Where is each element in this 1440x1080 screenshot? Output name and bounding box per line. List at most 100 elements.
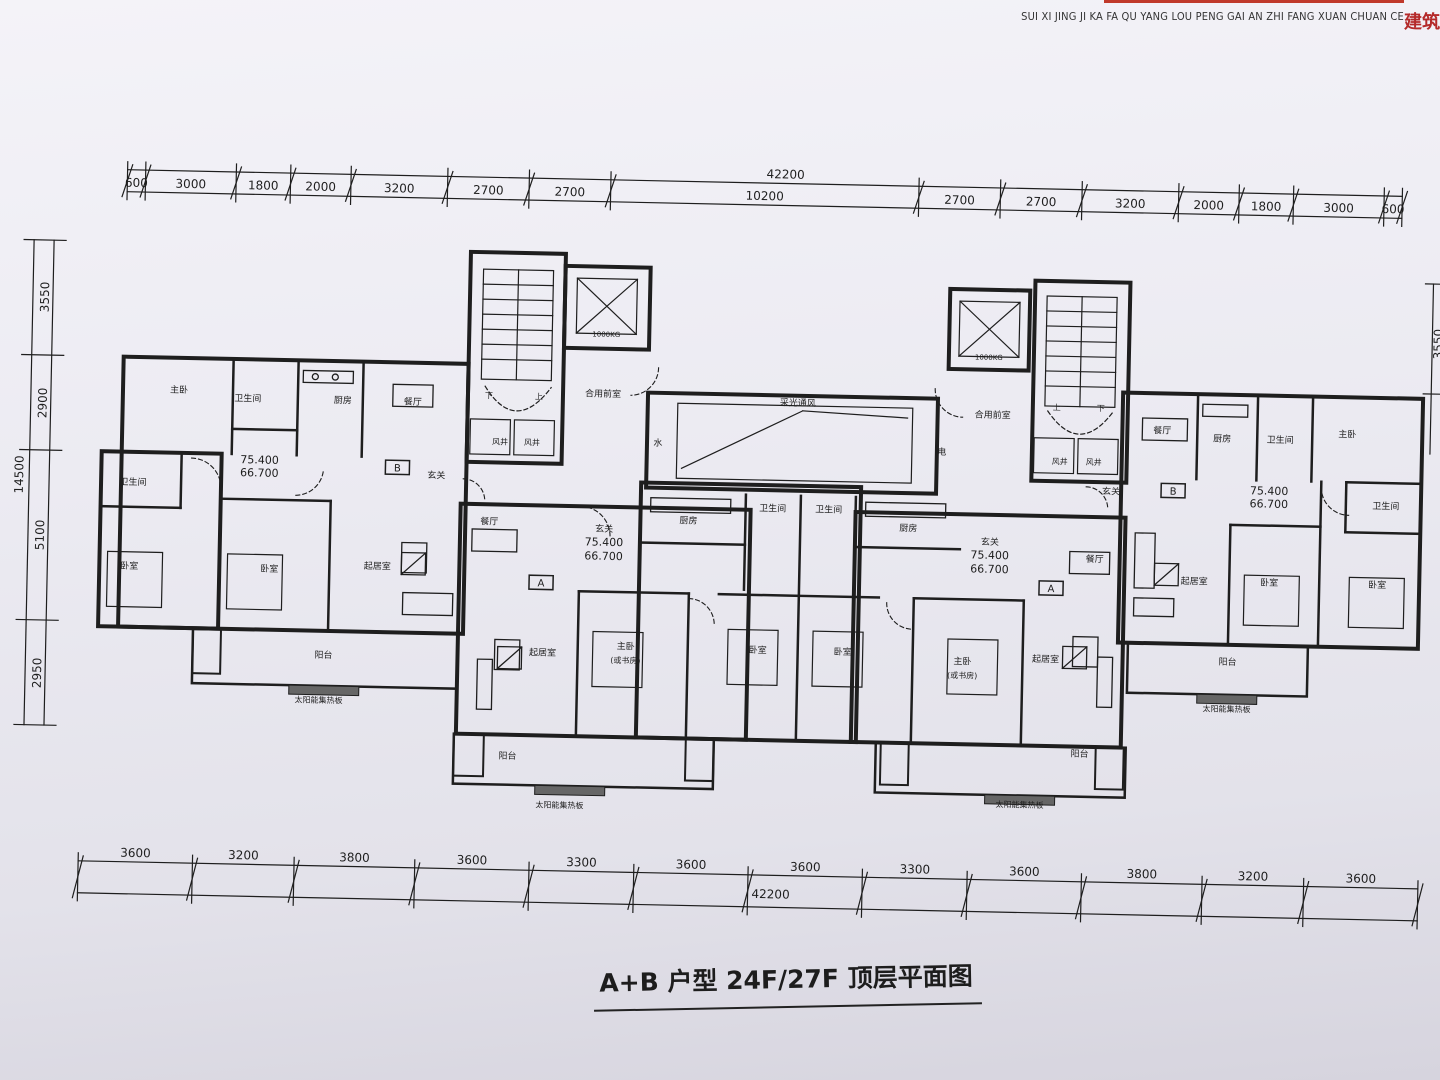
label-solar-3: 太阳能集热板 [995,799,1043,810]
bottom-dim-label: 3800 [1126,867,1157,882]
bottom-dim-label: 3300 [566,855,597,870]
label-foyer-left-a: 玄关 [595,523,613,535]
label-shaft-1: 风井 [492,436,508,446]
label-bedroom-center-2: 卧室 [834,646,852,658]
label-stair-down-left: 下 [485,391,493,400]
label-solar-4: 太阳能集热板 [1202,703,1250,714]
top-total-dim: 42200 [766,167,804,182]
area-right-b-bottom: 66.700 [1249,497,1288,511]
label-dining-left-b: 餐厅 [404,396,422,408]
left-dim-5100: 5100 [33,520,48,551]
left-dim-2950: 2950 [30,657,45,688]
top-dim-label: 3200 [1115,196,1146,211]
beds [105,550,1405,696]
top-dim-extension [1382,187,1385,227]
bottom-dim-label: 3200 [228,848,259,863]
kitchen-fixtures [302,369,1249,519]
area-left-b-bottom: 66.700 [240,466,279,480]
unit-tag-left-b: B [394,463,401,474]
top-dim-extension [1292,185,1295,225]
top-dim-extension [235,163,238,203]
label-stair-up-left: 上 [535,392,543,401]
top-dim-label: 3000 [175,177,206,192]
label-dining-right-b: 餐厅 [1153,424,1171,436]
stair-left [469,268,556,457]
label-corridor-left: 合用前室 [585,387,621,400]
label-skylight: 采光通风 [780,396,816,409]
label-bath-center-1: 卫生间 [759,502,786,515]
label-living-right-a: 起居室 [1032,653,1059,666]
top-dim-extension [609,171,612,211]
unit-tag-left-a: A [537,578,544,589]
solar-panels [288,684,1258,806]
top-dim-extension [1177,183,1180,223]
top-dim-extension [144,161,147,201]
label-master-left-a: 主卧 [617,640,635,652]
left-dim-total: 14500 [12,455,27,493]
label-bath-left-b-1: 卫生间 [234,392,261,405]
label-elevator-right: 1000KG [975,353,1003,362]
top-dim-extension [528,169,531,209]
label-balcony-right-a: 阳台 [1070,748,1088,760]
bottom-dim-label: 3200 [1238,869,1269,884]
label-shaft-3: 风井 [1052,456,1068,466]
top-dim-label: 2700 [473,183,504,198]
header-pinyin: SUI XI JING JI KA FA QU YANG LOU PENG GA… [1021,10,1404,23]
label-elec-right: 电 [937,446,946,458]
bottom-dim-extension [76,852,79,902]
label-bedroom-left-b-2: 卧室 [260,563,278,575]
bottom-dim-extension [1200,875,1203,925]
bottom-dimension-chain [71,852,1424,930]
top-dim-label: 3000 [1323,201,1354,216]
label-elevator-left: 1000KG [592,330,620,339]
top-dim-extension [1401,187,1404,227]
bottom-dim-label: 3600 [676,857,707,872]
label-bedroom-right-b-2: 卧室 [1368,579,1386,591]
header-rule [1104,0,1404,3]
area-left-a-top: 75.400 [585,535,624,549]
right-dimension-chain [1422,283,1440,455]
top-dim-label: 1800 [1251,199,1282,214]
label-balcony-left-a: 阳台 [498,750,516,762]
label-bath-right-b-2: 卫生间 [1372,500,1399,513]
bottom-dim-extension [527,861,530,911]
header-mark: 建筑 [1404,12,1440,33]
label-master-right-a: 主卧 [953,655,971,667]
drawing-caption: A+B 户型 24F/27F 顶层平面图 [599,961,973,998]
bottom-dim-extension [746,866,749,916]
label-foyer-left-b: 玄关 [427,469,445,481]
top-dim-extension [1237,184,1241,224]
top-dim-label: 2700 [1026,194,1057,209]
bottom-dim-extension [1302,877,1305,928]
area-right-a-bottom: 66.700 [970,562,1009,576]
area-right-b-top: 75.400 [1250,484,1289,498]
bottom-dim-extension [190,854,194,904]
bottom-dim-extension [965,870,968,921]
label-solar-2: 太阳能集热板 [535,799,583,810]
bottom-total-dim: 42200 [751,887,789,902]
label-dining-right-a: 餐厅 [1086,553,1104,565]
top-dim-extension [126,161,129,201]
label-balcony-left-b: 阳台 [314,649,332,661]
left-dim-2900: 2900 [35,388,50,419]
living-furniture [400,532,1175,711]
bottom-dim-label: 3800 [339,850,370,865]
label-kitchen-center-2: 厨房 [899,522,917,534]
label-living-left-a: 起居室 [529,646,556,659]
bottom-dim-label: 3600 [1345,871,1376,886]
top-dim-extension [917,177,920,217]
label-bath-center-2: 卫生间 [815,503,842,516]
top-dim-label: 2700 [944,193,975,208]
top-dim-label: 1800 [248,178,279,193]
label-stair-up-right: 上 [1053,403,1061,412]
bottom-dim-extension [1079,873,1083,923]
label-living-right-b: 起居室 [1181,575,1208,588]
unit-tag-right-b: B [1170,487,1177,498]
skylight-void [675,402,914,484]
elevator-left [575,277,639,336]
label-shaft-2: 风井 [524,437,540,447]
bottom-dim-label: 3600 [120,846,151,861]
exterior-walls [96,249,1426,750]
